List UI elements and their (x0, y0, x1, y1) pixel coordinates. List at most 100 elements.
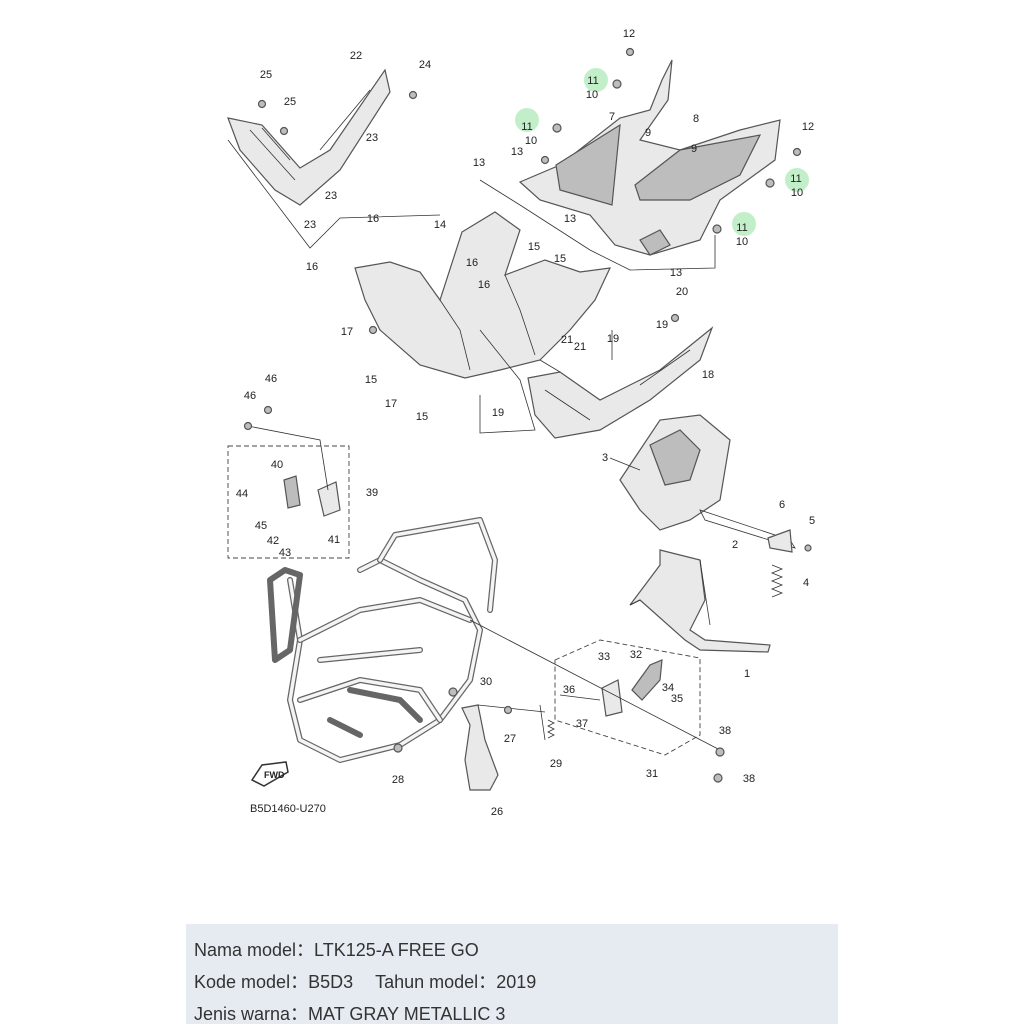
part-label-19-2: 19 (656, 319, 668, 331)
footrest-bracket-40 (247, 425, 341, 517)
part-label-12: 12 (623, 28, 635, 40)
part-label-45: 45 (255, 520, 267, 532)
part-label-46: 46 (265, 373, 277, 385)
part-label-19-3: 19 (492, 407, 504, 419)
part-label-13-3: 13 (564, 213, 576, 225)
model-name-row: Nama model：LTK125-A FREE GO (194, 936, 479, 962)
part-label-18: 18 (702, 369, 714, 381)
engine-bracket-3 (609, 414, 731, 531)
part-label-25: 25 (260, 69, 272, 81)
part-label-21: 21 (561, 334, 573, 346)
part-label-38: 38 (719, 725, 731, 737)
model-info-panel: Nama model：LTK125-A FREE GO Kode model：B… (186, 924, 838, 1024)
part-label-27: 27 (504, 733, 516, 745)
color-value: MAT GRAY METALLIC 3 (308, 1004, 506, 1024)
part-label-28: 28 (392, 774, 404, 786)
part-label-25-2: 25 (284, 96, 296, 108)
highlight-part-11-c (785, 168, 809, 192)
part-label-10: 10 (586, 89, 598, 101)
part-label-10-3: 10 (791, 187, 803, 199)
spring-4 (770, 564, 784, 598)
part-label-46-2: 46 (244, 390, 256, 402)
part-label-23: 23 (366, 132, 378, 144)
model-name-label: Nama model： (194, 940, 315, 960)
part-label-41: 41 (328, 534, 340, 546)
part-label-13-2: 13 (511, 146, 523, 158)
part-label-4: 4 (803, 577, 809, 589)
part-label-10-4: 10 (736, 236, 748, 248)
part-label-11: 11 (587, 75, 598, 87)
part-label-11-3: 11 (790, 173, 801, 185)
part-label-40: 40 (271, 459, 283, 471)
part-label-13-4: 13 (670, 267, 682, 279)
part-label-38-2: 38 (743, 773, 755, 785)
footrest-32 (469, 619, 721, 751)
part-label-3: 3 (602, 452, 608, 464)
part-label-11-2: 11 (521, 121, 532, 133)
part-label-9-2: 9 (691, 143, 697, 155)
part-label-15-4: 15 (416, 411, 428, 423)
part-label-29: 29 (550, 758, 562, 770)
part-label-12-2: 12 (802, 121, 814, 133)
part-label-19: 19 (607, 333, 619, 345)
part-label-37: 37 (576, 718, 588, 730)
part-label-42: 42 (267, 535, 279, 547)
part-label-20: 20 (676, 286, 688, 298)
color-label: Jenis warna： (194, 1004, 309, 1024)
part-label-26: 26 (491, 806, 503, 818)
highlight-part-11-a (584, 68, 608, 92)
part-label-35: 35 (671, 693, 683, 705)
part-label-44: 44 (236, 488, 248, 500)
part-label-15-3: 15 (365, 374, 377, 386)
highlight-part-11-d (732, 212, 756, 236)
part-label-30: 30 (480, 676, 492, 688)
part-label-11-4: 11 (736, 222, 747, 234)
main-frame (267, 517, 498, 763)
fwd-label: FWD (264, 770, 285, 780)
part-label-15: 15 (528, 241, 540, 253)
part-label-17: 17 (341, 326, 353, 338)
floor-board-7 (518, 59, 781, 256)
model-code-label: Kode model： (194, 972, 309, 992)
group-box-31 (554, 639, 701, 756)
part-label-31: 31 (646, 768, 658, 780)
color-row: Jenis warna：MAT GRAY METALLIC 3 (194, 1000, 505, 1026)
part-label-36: 36 (563, 684, 575, 696)
highlight-part-11-b (515, 108, 539, 132)
model-year-label: Tahun model： (375, 972, 497, 992)
leg-shield-14 (354, 211, 612, 379)
fwd-arrow-icon: FWD (250, 761, 289, 787)
part-label-7: 7 (609, 111, 615, 123)
part-label-34: 34 (662, 682, 674, 694)
part-label-33: 33 (598, 651, 610, 663)
group-box-39 (227, 445, 350, 559)
main-stand-1 (629, 549, 771, 653)
part-label-2: 2 (732, 539, 738, 551)
model-code-value: B5D3 (308, 972, 354, 992)
drawing-code: B5D1460-U270 (250, 803, 326, 815)
part-label-9: 9 (645, 127, 651, 139)
model-year-value: 2019 (496, 972, 537, 992)
part-label-10-2: 10 (525, 135, 537, 147)
part-label-17-2: 17 (385, 398, 397, 410)
model-code-row: Kode model：B5D3 Tahun model：2019 (194, 968, 536, 994)
part-label-5: 5 (809, 515, 815, 527)
lower-cover-18 (527, 326, 714, 439)
pivot-shaft-2 (699, 509, 796, 549)
part-label-8: 8 (693, 113, 699, 125)
part-label-1: 1 (744, 668, 750, 680)
model-name-value: LTK125-A FREE GO (314, 940, 479, 960)
part-label-43: 43 (279, 547, 291, 559)
part-label-14: 14 (434, 219, 446, 231)
part-label-16-4: 16 (478, 279, 490, 291)
part-label-39: 39 (366, 487, 378, 499)
part-label-22: 22 (350, 50, 362, 62)
part-label-16-2: 16 (306, 261, 318, 273)
part-label-23-3: 23 (304, 219, 316, 231)
part-label-24: 24 (419, 59, 431, 71)
part-label-23-2: 23 (325, 190, 337, 202)
part-label-16-3: 16 (466, 257, 478, 269)
side-cover-22 (227, 68, 391, 206)
